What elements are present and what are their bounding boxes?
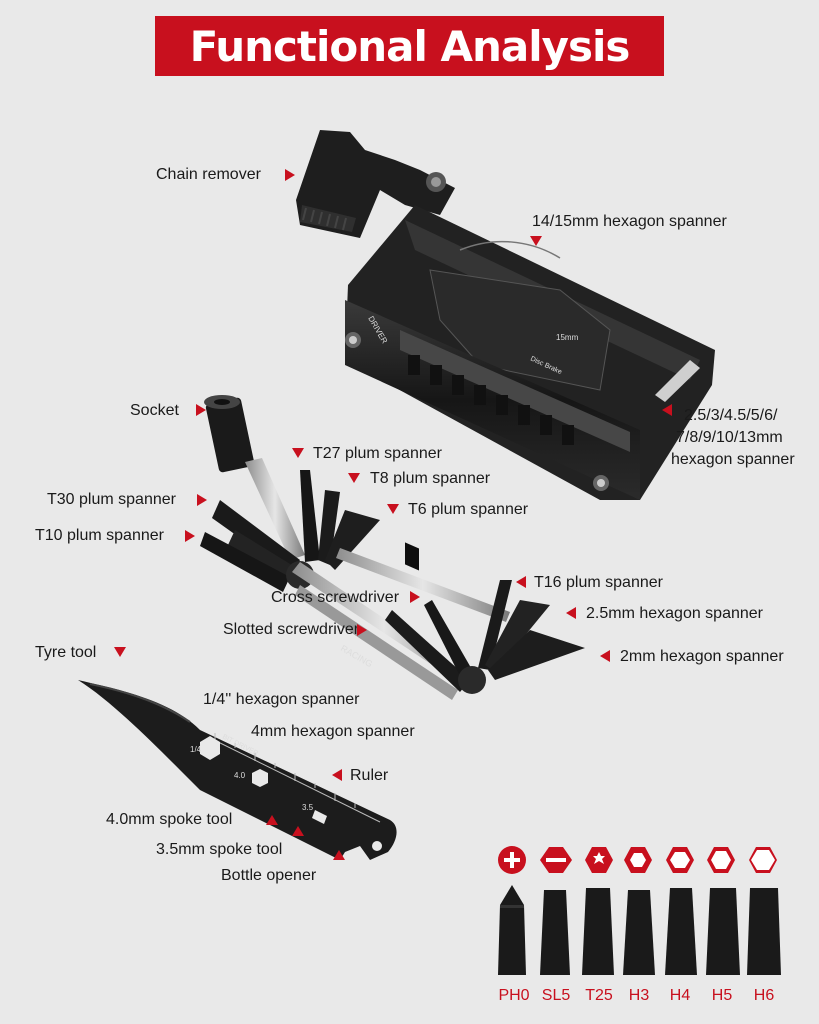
label-hex-multi-3: hexagon spanner [671,451,795,468]
chain-remover [296,130,455,238]
label-t10: T10 plum spanner [35,527,164,544]
bit-h3 [623,890,655,975]
arrow-down-icon [348,473,360,483]
page-title: Functional Analysis [189,21,631,71]
bit-h6 [747,888,781,975]
torx-star-icon [585,847,613,873]
arrow-right-icon [285,169,295,181]
label-hex-multi-2: 7/8/9/10/13mm [676,429,783,446]
quarter-engraving: 1/4 [190,745,202,754]
arrow-left-icon [566,607,576,619]
bit-label-h5: H5 [711,987,733,1004]
label-t16: T16 plum spanner [534,574,663,591]
three-five-engraving: 3.5 [302,803,314,812]
arrow-right-icon [410,591,420,603]
arrow-down-icon [530,236,542,246]
bit-label-ph0: PH0 [498,987,530,1004]
hex-filled-icon [624,847,652,873]
arrow-down-icon [387,504,399,514]
bit-label-h4: H4 [669,987,691,1004]
label-ruler: Ruler [350,767,389,784]
arrow-right-icon [196,404,206,416]
hex-outline-icon [707,847,735,873]
socket [204,395,305,560]
label-cross-screwdriver: Cross screwdriver [271,589,400,606]
fifteen-mm-engraving: 15mm [556,333,579,342]
label-chain-remover: Chain remover [156,166,261,183]
arrow-down-icon [114,647,126,657]
arrow-right-icon [185,530,195,542]
arrow-left-icon [516,576,526,588]
arrow-down-icon [292,448,304,458]
bit-h5 [706,888,740,975]
arrow-left-icon [662,404,672,416]
hex-filled-icon [666,847,694,873]
label-socket: Socket [130,402,179,419]
arrow-up-icon [266,815,278,825]
label-hex-quarter-inch: 1/4'' hexagon spanner [203,691,360,708]
main-body: DRIVER 15mm Disc Brake [345,205,715,571]
label-slotted-screwdriver: Slotted screwdriver [223,621,360,638]
bit-h4 [665,888,697,975]
lower-bit-fan [385,580,585,694]
label-t27: T27 plum spanner [313,445,442,462]
bit-type-icons [498,846,777,874]
bit-ph0 [498,885,526,975]
label-t8: T8 plum spanner [370,470,491,487]
title-banner: Functional Analysis [155,16,664,76]
slotted-minus-icon [540,847,572,873]
bit-label-sl5: SL5 [541,987,571,1004]
bit-sl5 [540,890,570,975]
label-hex-14-15: 14/15mm hexagon spanner [532,213,727,230]
label-hex-2-5: 2.5mm hexagon spanner [586,605,763,622]
hex-outline-icon [749,847,777,873]
label-t30: T30 plum spanner [47,491,176,508]
label-spoke-4-0: 4.0mm spoke tool [106,811,233,828]
bit-label-h6: H6 [753,987,775,1004]
screwdriver-bits [498,885,781,975]
bit-t25 [582,888,614,975]
phillips-cross-icon [498,846,526,874]
label-t6: T6 plum spanner [408,501,529,518]
bit-label-t25: T25 [585,987,613,1004]
label-hex-2: 2mm hexagon spanner [620,648,784,665]
four-engraving: 4.0 [234,771,246,780]
label-bottle-opener: Bottle opener [221,867,317,884]
arrow-up-icon [333,850,345,860]
arrow-left-icon [600,650,610,662]
label-spoke-3-5: 3.5mm spoke tool [156,841,283,858]
racing-engraving: RACING [339,643,374,669]
arrow-right-icon [197,494,207,506]
label-hex-multi-1: 2.5/3/4.5/5/6/ [684,407,778,424]
label-tyre-tool: Tyre tool [35,644,97,661]
label-hex-4mm: 4mm hexagon spanner [251,723,415,740]
arrow-up-icon [292,826,304,836]
bit-label-h3: H3 [628,987,650,1004]
arrow-left-icon [332,769,342,781]
arrow-right-icon [357,624,367,636]
